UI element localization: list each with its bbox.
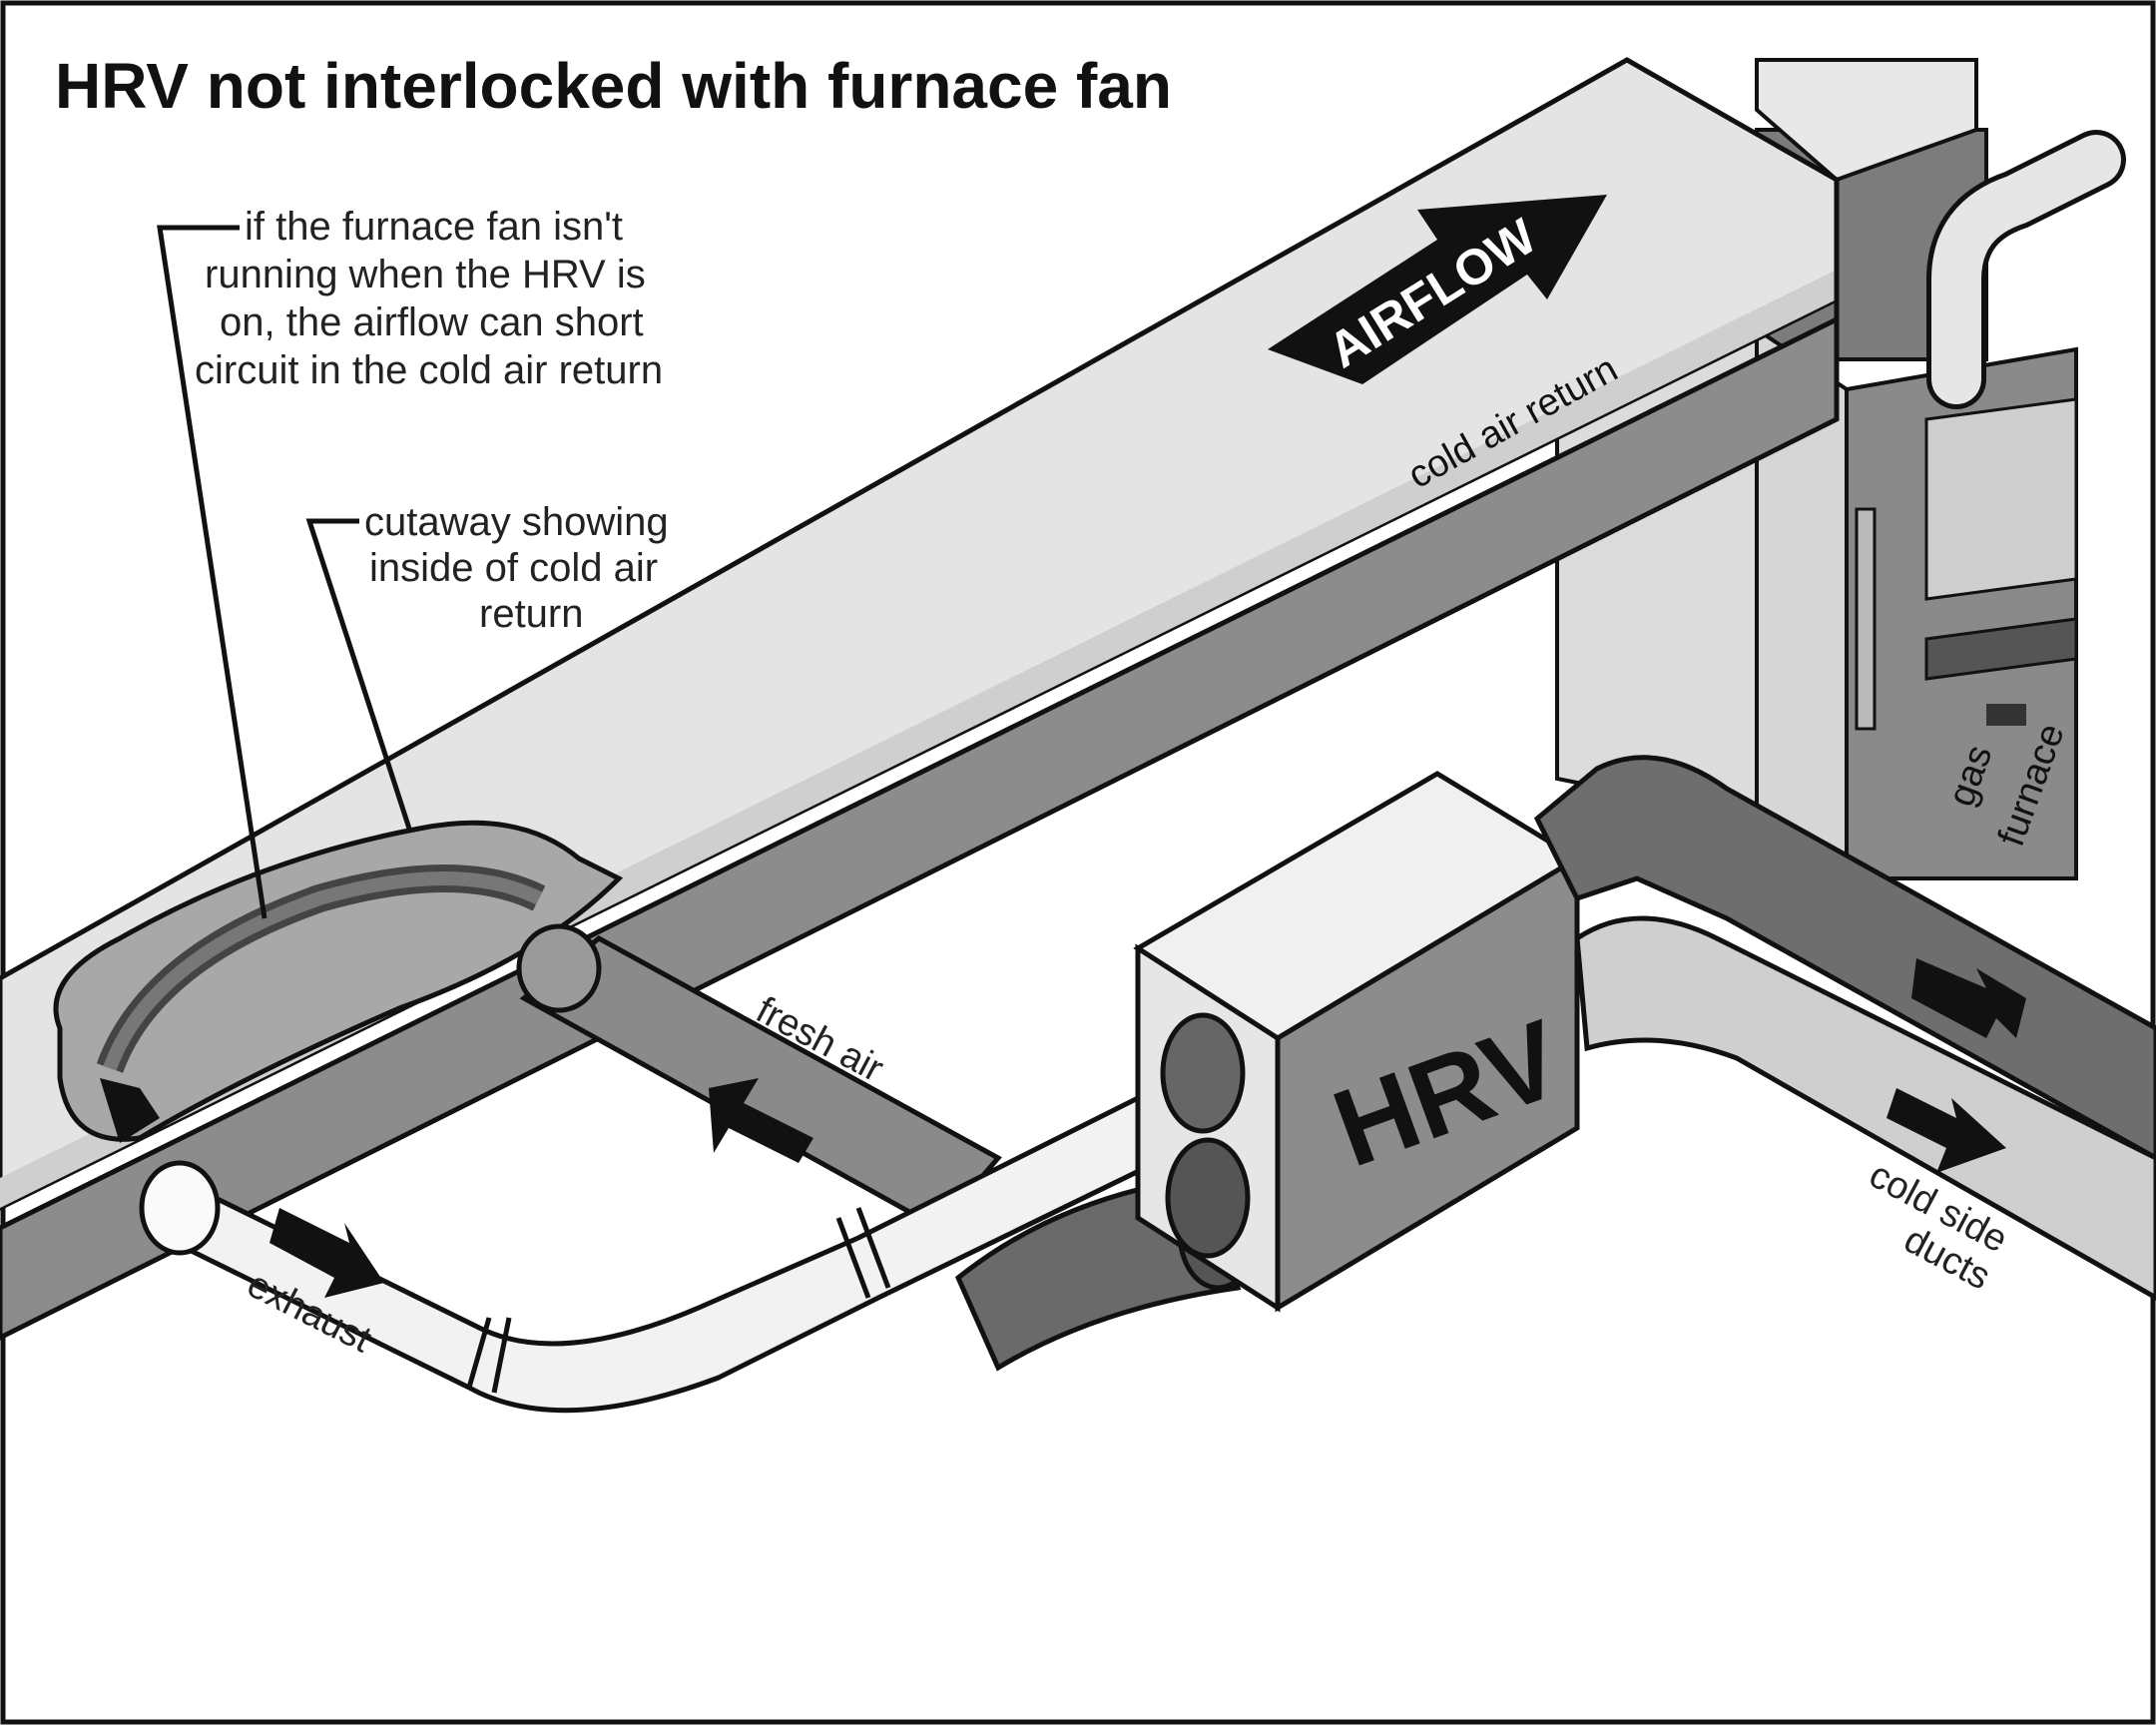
hrv-box (1133, 771, 1582, 1313)
note2-line2: inside of cold air (369, 546, 658, 590)
note-cutaway: cutaway showing inside of cold air retur… (305, 500, 669, 830)
cutaway-opening (53, 820, 624, 1143)
note2-line1: cutaway showing (364, 500, 669, 544)
note-short-circuit: if the furnace fan isn't running when th… (157, 205, 663, 919)
fresh-air-duct (516, 923, 1002, 1232)
note1-line2: running when the HRV is (205, 253, 646, 296)
diagram-title: HRV not interlocked with furnace fan (55, 50, 1172, 122)
note1-line1: if the furnace fan isn't (245, 205, 623, 249)
note1-line3: on, the airflow can short (220, 300, 644, 344)
note2-line3: return (479, 592, 584, 636)
cold-side-duct (1574, 915, 2156, 1301)
note1-line4: circuit in the cold air return (195, 348, 663, 392)
warm-side-duct (1533, 755, 2156, 1161)
